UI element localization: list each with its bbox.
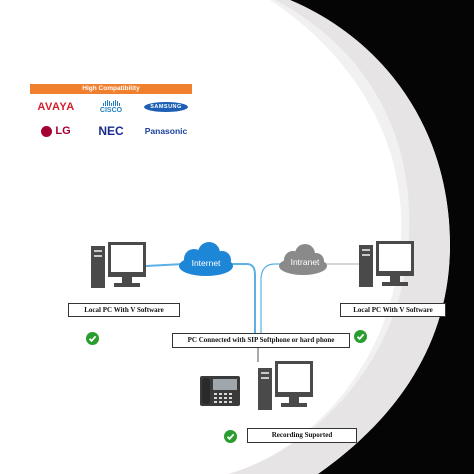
desktop-pc-icon [359, 241, 414, 287]
cisco-bars-icon [102, 100, 120, 106]
intranet-cloud-label: Intranet [290, 257, 320, 267]
cisco-logo: CISCO [85, 97, 137, 117]
lg-logo: LG [30, 121, 82, 141]
desktop-pc-icon [258, 361, 313, 410]
cloud-icon [279, 244, 327, 275]
desktop-pc-icon [91, 242, 146, 288]
recording-label: Recording Suported [247, 428, 357, 443]
check-icon [86, 332, 99, 345]
cloud-icon [179, 242, 233, 276]
lg-logo-text: LG [55, 125, 71, 137]
samsung-logo: SAMSUNG [140, 97, 192, 117]
nec-logo: NEC [85, 121, 137, 141]
local-pc-left-label: Local PC With V Software [68, 303, 180, 317]
samsung-logo-text: SAMSUNG [144, 102, 188, 112]
internet-cloud-label: Internet [191, 258, 221, 268]
compatibility-panel: High Compatibility AVAYA CISCO SAMSUNG L… [30, 84, 192, 142]
lg-face-icon [41, 125, 53, 137]
cisco-logo-text: CISCO [99, 107, 123, 114]
avaya-logo: AVAYA [30, 97, 82, 117]
pc-connected-label: PC Connected with SIP Softphone or hard … [172, 333, 350, 348]
panasonic-logo: Panasonic [140, 121, 192, 141]
check-icon [354, 330, 367, 343]
local-pc-right-label: Local PC With V Software [340, 303, 446, 317]
check-icon [224, 430, 237, 443]
compatibility-header: High Compatibility [30, 84, 192, 94]
ip-phone-icon [200, 376, 240, 406]
